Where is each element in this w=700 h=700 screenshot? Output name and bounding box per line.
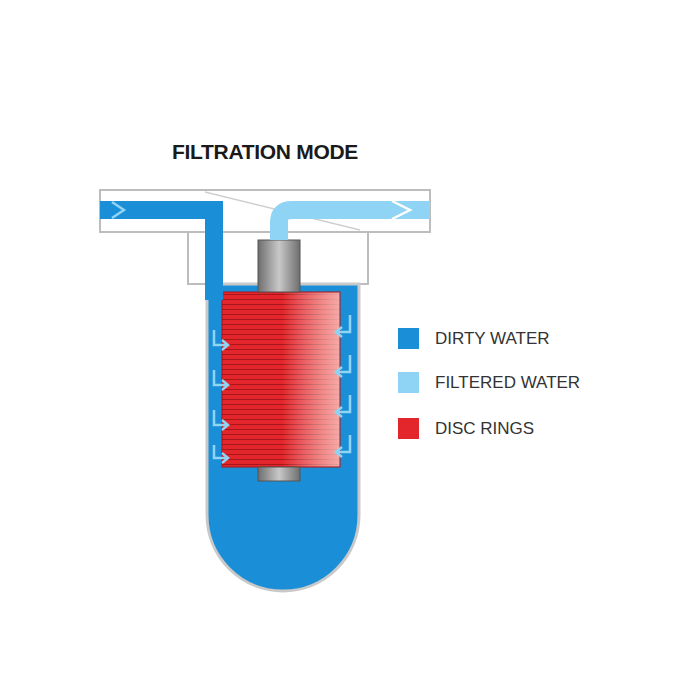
legend-swatch xyxy=(398,418,419,439)
legend-row: DISC RINGS xyxy=(398,418,534,439)
legend-label: FILTERED WATER xyxy=(435,373,580,393)
legend-label: DIRTY WATER xyxy=(435,329,550,349)
legend-label: DISC RINGS xyxy=(435,419,534,439)
legend-row: FILTERED WATER xyxy=(398,372,580,393)
legend-swatch xyxy=(398,372,419,393)
legend-swatch xyxy=(398,328,419,349)
diagram-title: FILTRATION MODE xyxy=(172,140,358,164)
legend-row: DIRTY WATER xyxy=(398,328,550,349)
